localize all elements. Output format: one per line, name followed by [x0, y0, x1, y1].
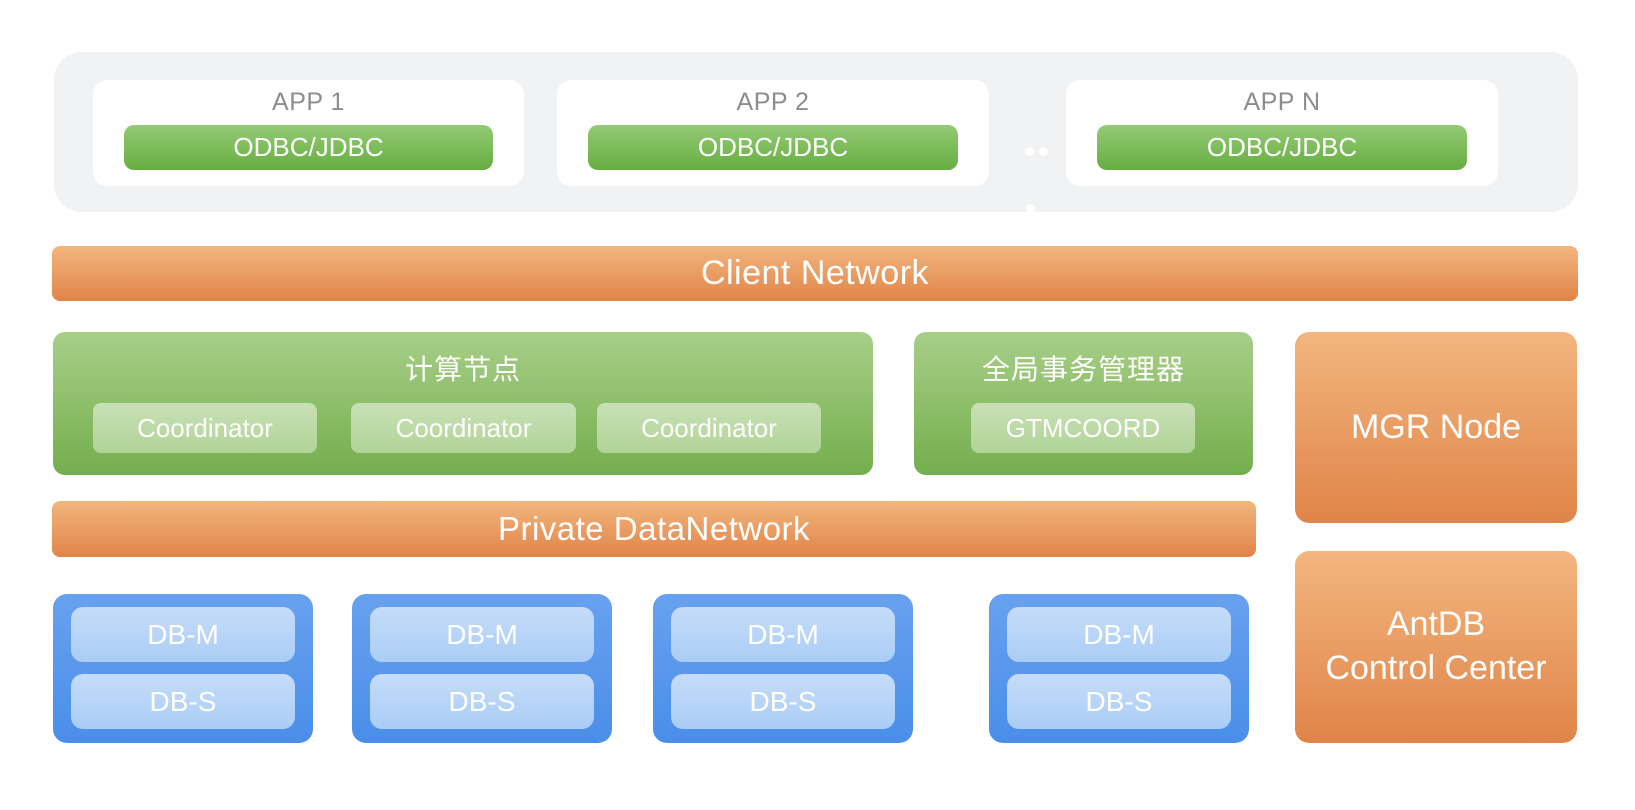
- db-slave-chip: DB-S: [671, 674, 895, 729]
- compute-node-title: 计算节点: [404, 353, 521, 385]
- coordinator-chip: Coordinator: [93, 403, 317, 453]
- db-group-2: DB-M DB-S: [352, 594, 612, 743]
- client-network-bar: Client Network: [52, 246, 1578, 301]
- app-layer-panel: APP 1 ODBC/JDBC APP 2 ODBC/JDBC APP N OD…: [54, 52, 1578, 212]
- db-master-chip: DB-M: [370, 607, 594, 662]
- ellipsis-dot-icon: [1039, 147, 1048, 156]
- app-card-1: APP 1 ODBC/JDBC: [93, 80, 524, 186]
- coordinator-chip: Coordinator: [597, 403, 821, 453]
- app-title: APP 2: [736, 88, 810, 116]
- app-title: APP N: [1243, 88, 1321, 116]
- db-master-chip: DB-M: [671, 607, 895, 662]
- db-slave-chip: DB-S: [370, 674, 594, 729]
- coordinator-chip: Coordinator: [351, 403, 576, 453]
- app-card-2: APP 2 ODBC/JDBC: [557, 80, 989, 186]
- gtm-title: 全局事务管理器: [981, 353, 1185, 385]
- db-slave-chip: DB-S: [71, 674, 295, 729]
- db-master-chip: DB-M: [71, 607, 295, 662]
- gtmcoord-chip: GTMCOORD: [971, 403, 1195, 453]
- antdb-control-center-box: AntDB Control Center: [1295, 551, 1577, 743]
- control-center-line: AntDB: [1386, 605, 1486, 644]
- db-master-chip: DB-M: [1007, 607, 1231, 662]
- db-slave-chip: DB-S: [1007, 674, 1231, 729]
- odbc-jdbc-chip: ODBC/JDBC: [124, 125, 493, 170]
- gtm-box: 全局事务管理器 GTMCOORD: [914, 332, 1253, 475]
- odbc-jdbc-chip: ODBC/JDBC: [588, 125, 958, 170]
- ellipsis-dot-icon: [1025, 147, 1034, 156]
- compute-node-box: 计算节点 Coordinator Coordinator Coordinator: [53, 332, 873, 475]
- ellipsis-dot-icon: [1026, 204, 1035, 213]
- app-card-n: APP N ODBC/JDBC: [1066, 80, 1498, 186]
- mgr-node-box: MGR Node: [1295, 332, 1577, 523]
- odbc-jdbc-chip: ODBC/JDBC: [1097, 125, 1467, 170]
- private-datanetwork-bar: Private DataNetwork: [52, 501, 1256, 557]
- control-center-line: Control Center: [1325, 649, 1547, 687]
- db-group-3: DB-M DB-S: [653, 594, 913, 743]
- db-group-1: DB-M DB-S: [53, 594, 313, 743]
- app-title: APP 1: [272, 88, 345, 116]
- db-group-4: DB-M DB-S: [989, 594, 1249, 743]
